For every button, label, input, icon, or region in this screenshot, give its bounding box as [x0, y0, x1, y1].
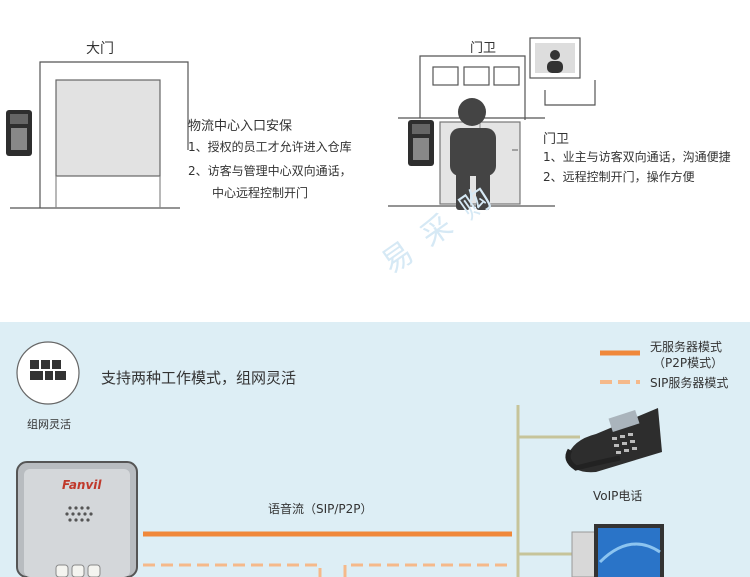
guard-desc-title: 门卫	[543, 132, 570, 147]
gate-desc-title: 物流中心入口安保	[188, 119, 293, 134]
guard-desc-line-2: 2、远程控制开门，操作方便	[543, 170, 695, 184]
network-icon-caption: 组网灵活	[27, 418, 71, 431]
network-grid-icon	[16, 341, 80, 405]
gate-desc-line-1: 1、授权的员工才允许进入仓库	[188, 140, 352, 154]
gate-desc-line-2: 2、访客与管理中心双向通话，	[188, 164, 352, 178]
sip-dashed-line-left	[143, 563, 322, 577]
gate-illustration	[10, 61, 189, 209]
network-heading: 支持两种工作模式，组网灵活	[101, 369, 297, 387]
door-station-device	[16, 461, 138, 577]
voip-phone-label: VoIP电话	[593, 489, 643, 503]
legend-p2p-label-1: 无服务器模式	[650, 340, 723, 354]
guard-title: 门卫	[470, 41, 497, 56]
voip-phone-icon	[565, 408, 662, 473]
gate-desc-line-3: 中心远程控制开门	[212, 186, 309, 200]
door-intercom-device-right	[408, 120, 434, 166]
gate-title: 大门	[86, 41, 114, 57]
legend-p2p-label-2: （P2P模式）	[653, 356, 724, 370]
scene-illustrations	[6, 37, 596, 210]
device-brand-logo: Fanvil	[62, 478, 102, 492]
monitor-icon	[529, 37, 581, 79]
visitor-person-icon	[450, 98, 496, 210]
door-intercom-device-left	[6, 110, 32, 156]
voice-stream-label: 语音流（SIP/P2P）	[268, 502, 373, 516]
sip-dashed-line-right	[343, 563, 512, 577]
guard-desc-line-1: 1、业主与访客双向通话，沟通便捷	[543, 150, 731, 164]
network-panel: 组网灵活 支持两种工作模式，组网灵活 无服务器模式 （P2P模式） SIP服务器…	[0, 322, 750, 577]
legend-sip-label: SIP服务器模式	[650, 376, 729, 390]
network-lines	[16, 341, 664, 577]
computer-icon	[571, 524, 664, 577]
